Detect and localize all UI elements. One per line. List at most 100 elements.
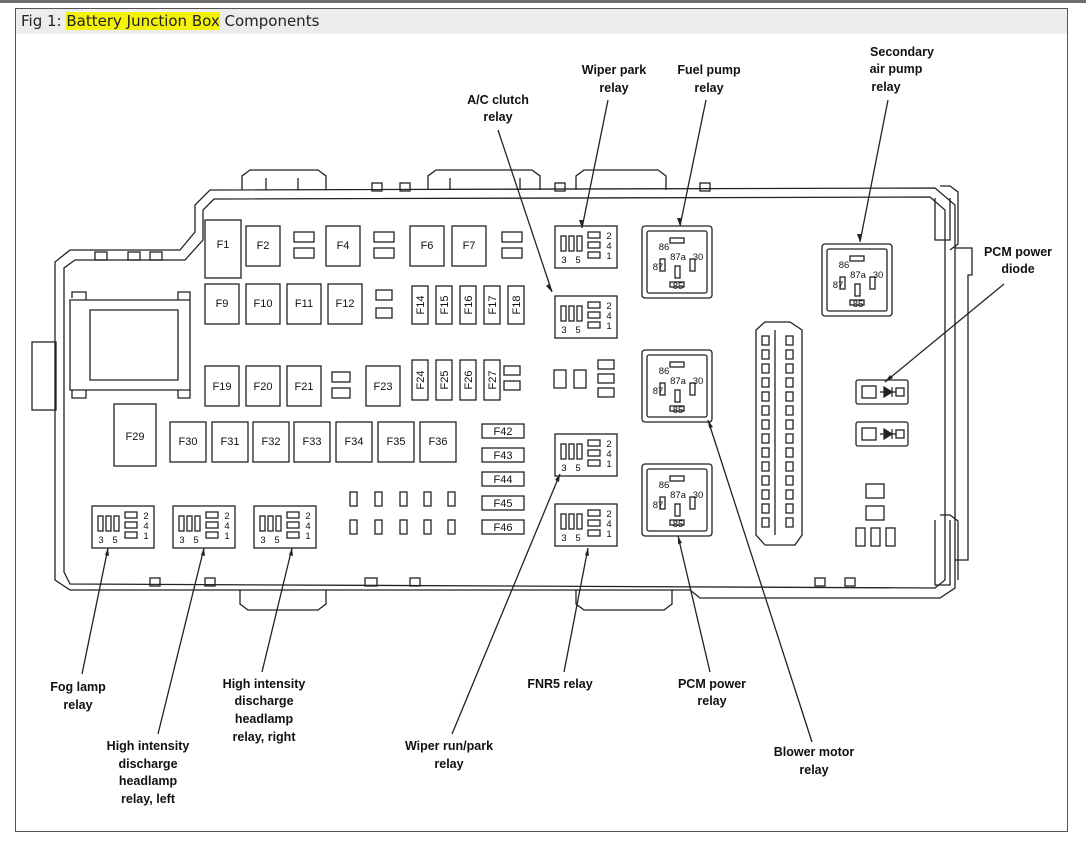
pin-label: 87a xyxy=(850,270,867,281)
callout-line: Wiper run/park xyxy=(405,739,493,753)
fuse-label: F19 xyxy=(213,381,232,393)
fuse-label: F32 xyxy=(262,436,281,448)
fuse xyxy=(451,225,487,267)
callout-fog-lamp: Fog lamp relay xyxy=(50,680,106,712)
pin-label: 2 xyxy=(606,301,611,312)
pin-label: 86 xyxy=(659,480,670,491)
pin-label: 5 xyxy=(575,533,580,544)
fuse-row-4: F29 F30 F31 F32 F33 F34 F35 F36 xyxy=(113,403,457,467)
connector-pin xyxy=(785,475,794,486)
fuse xyxy=(245,225,281,267)
callout-line: FNR5 relay xyxy=(527,677,592,691)
fuse-row-3: F19 F20 F21 F23 F24 F25 F26 F27 xyxy=(204,359,615,407)
pin-label: 5 xyxy=(575,255,580,266)
junction-box-housing xyxy=(31,169,973,611)
pin-label: 1 xyxy=(305,531,310,542)
pin-label: 2 xyxy=(224,511,229,522)
callout-pcm-diode: PCM power diode xyxy=(984,245,1052,276)
pin-label: 87 xyxy=(653,262,664,273)
fuse-label: F43 xyxy=(494,450,513,462)
callout-blower: Blower motor relay xyxy=(774,745,855,777)
callout-line: A/C clutch xyxy=(467,93,529,107)
pin-label: 2 xyxy=(606,231,611,242)
pin-label: 1 xyxy=(143,531,148,542)
callout-line: Fuel pump xyxy=(677,63,741,77)
small-fuse-column: F42 F43 F44 F45 F46 xyxy=(349,423,525,535)
callout-fuel-pump: Fuel pump relay xyxy=(677,63,741,95)
callout-hid-right: High intensity discharge headlamp relay,… xyxy=(223,677,306,744)
callout-line: PCM power xyxy=(984,245,1052,259)
caption-prefix: Fig 1: xyxy=(21,12,67,30)
connector-pin xyxy=(785,503,794,514)
pin-label: 2 xyxy=(143,511,148,522)
pin-label: 1 xyxy=(606,321,611,332)
callout-line: relay xyxy=(483,110,512,124)
connector-pin xyxy=(785,349,794,360)
pin-label: 87a xyxy=(670,376,687,387)
pin-label: 4 xyxy=(143,521,148,532)
caption-highlight: Battery Junction Box xyxy=(66,12,220,30)
pin-label: 5 xyxy=(575,463,580,474)
connector-pin xyxy=(785,335,794,346)
connector-pin xyxy=(761,517,770,528)
connector-pin xyxy=(761,503,770,514)
pin-label: 2 xyxy=(606,439,611,450)
pin-label: 5 xyxy=(112,535,117,546)
pin-label: 4 xyxy=(305,521,310,532)
pin-label: 4 xyxy=(606,241,611,252)
pin-label: 2 xyxy=(305,511,310,522)
pin-label: 1 xyxy=(606,459,611,470)
callout-line: air pump xyxy=(870,62,923,76)
fuse-label: F9 xyxy=(216,298,229,310)
callout-line: Blower motor xyxy=(774,745,855,759)
pin-label: 87a xyxy=(670,252,687,263)
fuse-label: F15 xyxy=(439,296,451,315)
pin-label: 30 xyxy=(693,376,704,387)
pin-label: 3 xyxy=(561,255,566,266)
connector-pin xyxy=(761,377,770,388)
pin-label: 3 xyxy=(561,325,566,336)
pin-label: 1 xyxy=(224,531,229,542)
pin-label: 4 xyxy=(224,521,229,532)
iso-relays: 8687a8730858687a8730858687a8730858687a87… xyxy=(641,225,893,537)
pin-label: 3 xyxy=(561,533,566,544)
pin-label: 3 xyxy=(179,535,184,546)
connector-pin xyxy=(761,447,770,458)
fuse-label: F27 xyxy=(487,371,499,390)
connector-pin xyxy=(785,517,794,528)
fuse-label: F42 xyxy=(494,426,513,438)
fuse-label: F14 xyxy=(415,296,427,315)
fuse-label: F10 xyxy=(254,298,273,310)
fuse xyxy=(409,225,445,267)
connector-pin xyxy=(761,335,770,346)
callout-line: discharge xyxy=(118,757,177,771)
connector-pins xyxy=(761,335,794,528)
fuse-label: F21 xyxy=(295,381,314,393)
fuse-row-2: F9 F10 F11 F12 F14 F15 F16 F17 F18 xyxy=(204,283,525,325)
top-border xyxy=(0,0,1086,3)
callout-line: headlamp xyxy=(235,712,294,726)
callout-line: Secondary xyxy=(870,45,934,59)
connector-pin xyxy=(785,461,794,472)
callout-line: relay xyxy=(694,81,723,95)
callout-line: High intensity xyxy=(107,739,190,753)
callout-line: Wiper park xyxy=(582,63,647,77)
connector-pin xyxy=(761,349,770,360)
callout-wiper-run: Wiper run/park relay xyxy=(405,739,493,771)
pin-label: 4 xyxy=(606,449,611,460)
fuse xyxy=(204,219,242,279)
connector-pin xyxy=(785,489,794,500)
caption-suffix: Components xyxy=(219,12,320,30)
figure-caption: Fig 1: Battery Junction Box Components xyxy=(16,9,1067,34)
callout-line: High intensity xyxy=(223,677,306,691)
callout-line: relay xyxy=(434,757,463,771)
pcm-power-diode xyxy=(855,379,909,447)
fuse-label: F16 xyxy=(463,296,475,315)
connector-pin xyxy=(761,391,770,402)
pin-label: 86 xyxy=(659,242,670,253)
